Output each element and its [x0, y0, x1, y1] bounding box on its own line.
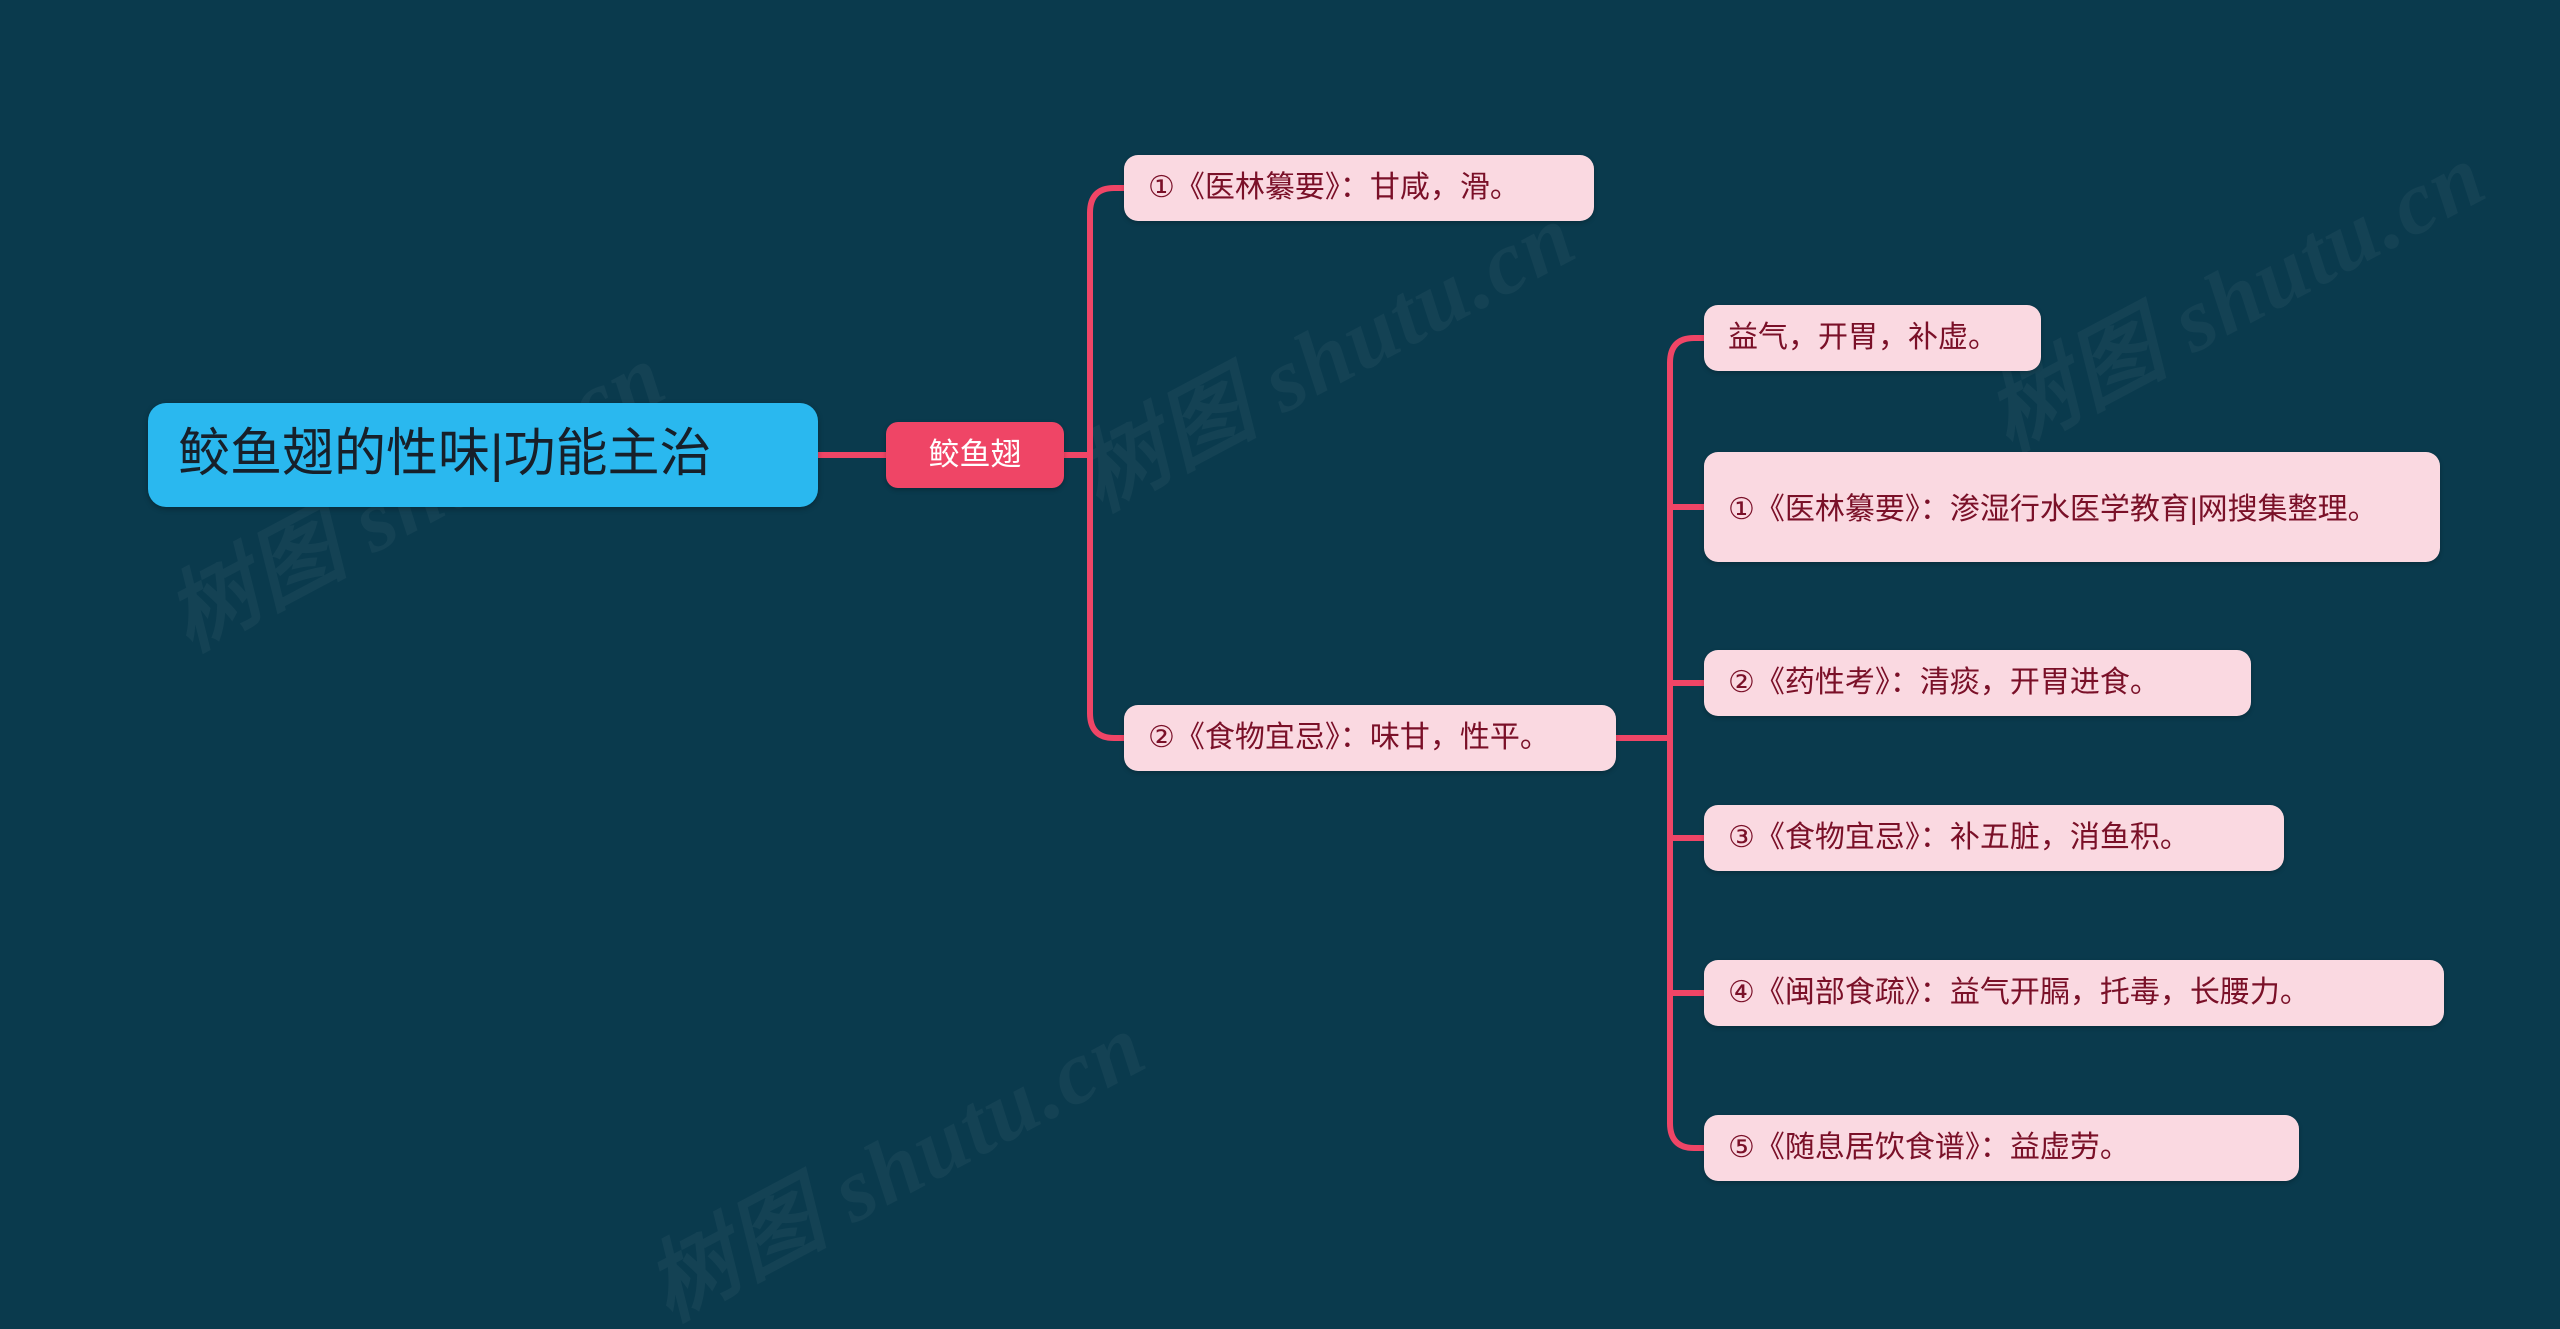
center-node[interactable]: 鲛鱼翅	[886, 422, 1064, 488]
edge-spine-to-branch-1	[1087, 185, 1127, 216]
child-node-4[interactable]: ③《食物宜忌》：补五脏，消鱼积。	[1704, 805, 2284, 871]
root-node-label: 鲛鱼翅的性味|功能主治	[178, 425, 712, 484]
child-node-6[interactable]: ⑤《随息居饮食谱》：益虚劳。	[1704, 1115, 2299, 1181]
branch-node-1-label: ①《医林纂要》：甘咸，滑。	[1148, 170, 1520, 204]
root-node[interactable]: 鲛鱼翅的性味|功能主治	[148, 403, 818, 507]
watermark-text: 树图 shutu.cn	[620, 973, 1164, 1329]
child-node-6-label: ⑤《随息居饮食谱》：益虚劳。	[1728, 1130, 2130, 1164]
center-node-label: 鲛鱼翅	[928, 437, 1022, 473]
branch-node-2[interactable]: ②《食物宜忌》：味甘，性平。	[1124, 705, 1616, 771]
child-node-2[interactable]: ①《医林纂要》：渗湿行水医学教育|网搜集整理。	[1704, 452, 2440, 562]
edge-spine3-to-child-1	[1667, 335, 1707, 366]
child-node-3[interactable]: ②《药性考》：清痰，开胃进食。	[1704, 650, 2251, 716]
branch-node-2-label: ②《食物宜忌》：味甘，性平。	[1148, 720, 1550, 754]
watermark-text: 树图 shutu.cn	[1960, 103, 2504, 475]
edge-spine-to-branch-2	[1087, 710, 1127, 741]
child-node-3-label: ②《药性考》：清痰，开胃进食。	[1728, 665, 2160, 699]
edge-spine3-to-child-6	[1667, 1120, 1707, 1151]
child-node-4-label: ③《食物宜忌》：补五脏，消鱼积。	[1728, 820, 2190, 854]
child-node-2-label: ①《医林纂要》：渗湿行水医学教育|网搜集整理。	[1728, 492, 2378, 526]
child-node-5-label: ④《闽部食疏》：益气开膈，托毒，长腰力。	[1728, 975, 2310, 1009]
branch-node-1[interactable]: ①《医林纂要》：甘咸，滑。	[1124, 155, 1594, 221]
child-node-1[interactable]: 益气，开胃，补虚。	[1704, 305, 2041, 371]
child-node-5[interactable]: ④《闽部食疏》：益气开膈，托毒，长腰力。	[1704, 960, 2444, 1026]
child-node-1-label: 益气，开胃，补虚。	[1728, 320, 1998, 354]
